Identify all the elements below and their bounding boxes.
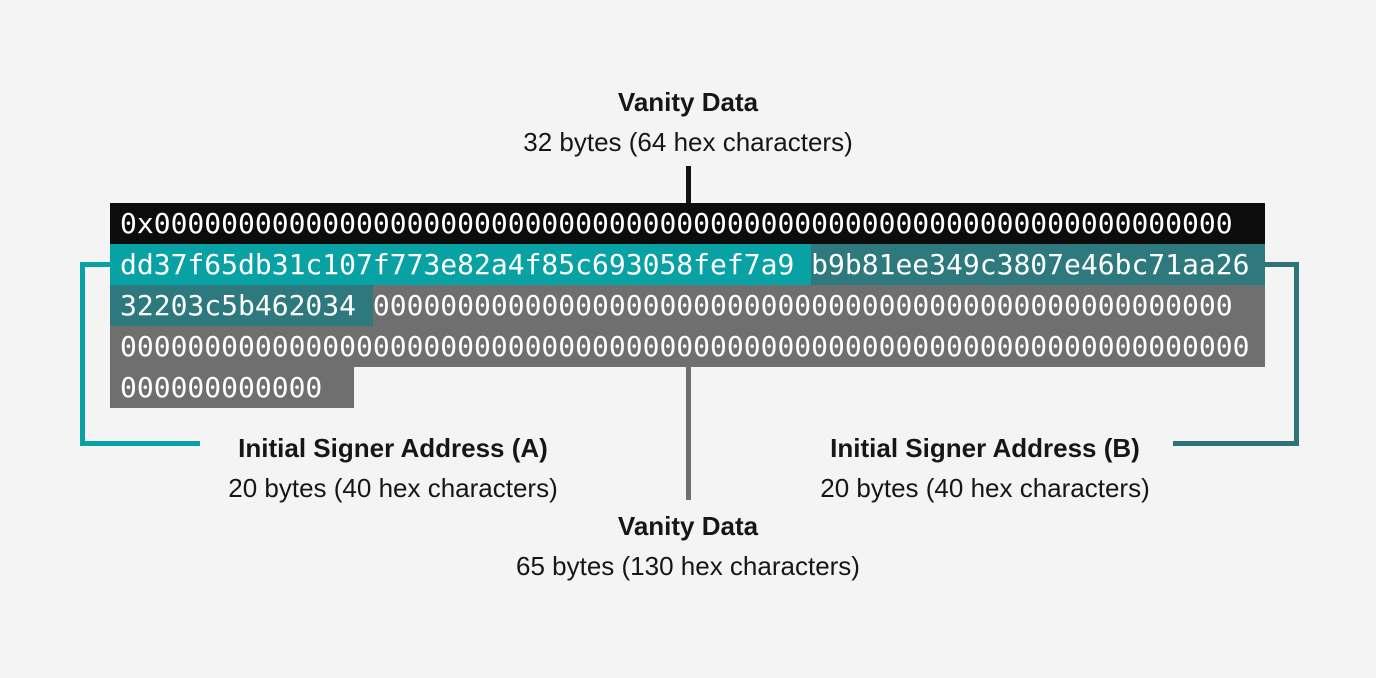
hex-row-5: 000000000000 xyxy=(110,367,1265,408)
signer-b-hex-start: b9b81ee349c3807e46bc71aa26 xyxy=(811,244,1265,285)
signer-a-title: Initial Signer Address (A) xyxy=(238,433,548,463)
top-vanity-title: Vanity Data xyxy=(617,87,759,117)
vanity-zeros-row4: 0000000000000000000000000000000000000000… xyxy=(120,330,1250,363)
top-vanity-label: Vanity Data 32 bytes (64 hex characters) xyxy=(523,82,853,162)
signer-b-label: Initial Signer Address (B) 20 bytes (40 … xyxy=(820,428,1150,508)
signer-b-subtitle: 20 bytes (40 hex characters) xyxy=(820,473,1150,503)
top-vanity-subtitle: 32 bytes (64 hex characters) xyxy=(523,127,853,157)
vanity-pointer-line xyxy=(686,367,691,500)
vanity-zeros-row5: 000000000000 xyxy=(110,367,355,408)
signer-b-hex-end: 32203c5b462034 xyxy=(110,285,373,326)
hex-row-4: 0000000000000000000000000000000000000000… xyxy=(110,326,1265,367)
hex-row-salt: 0x00000000000000000000000000000000000000… xyxy=(110,203,1265,244)
signer-b-title: Initial Signer Address (B) xyxy=(830,433,1140,463)
salt-hex-text: 0x00000000000000000000000000000000000000… xyxy=(120,207,1233,240)
signer-a-bracket-bottom xyxy=(80,441,200,446)
signer-a-hex: dd37f65db31c107f773e82a4f85c693058fef7a9 xyxy=(110,244,812,285)
bottom-vanity-title: Vanity Data xyxy=(617,511,759,541)
signer-a-bracket-top xyxy=(80,262,110,267)
signer-b-bracket-top xyxy=(1265,262,1299,267)
salt-pointer-line xyxy=(686,166,691,203)
vanity-zeros-row3: 0000000000000000000000000000000000000000… xyxy=(372,285,1265,326)
signer-b-bracket-vertical xyxy=(1294,262,1299,446)
bottom-vanity-subtitle: 65 bytes (130 hex characters) xyxy=(516,551,860,581)
hex-row-2: dd37f65db31c107f773e82a4f85c693058fef7a9… xyxy=(110,244,1265,285)
signer-a-subtitle: 20 bytes (40 hex characters) xyxy=(228,473,558,503)
bottom-vanity-label: Vanity Data 65 bytes (130 hex characters… xyxy=(516,506,860,586)
hex-block: 0x00000000000000000000000000000000000000… xyxy=(110,203,1265,408)
signer-a-label: Initial Signer Address (A) 20 bytes (40 … xyxy=(228,428,558,508)
signer-a-bracket-vertical xyxy=(80,262,85,446)
hex-row-3: 32203c5b462034 0000000000000000000000000… xyxy=(110,285,1265,326)
signer-b-bracket-bottom xyxy=(1173,441,1299,446)
